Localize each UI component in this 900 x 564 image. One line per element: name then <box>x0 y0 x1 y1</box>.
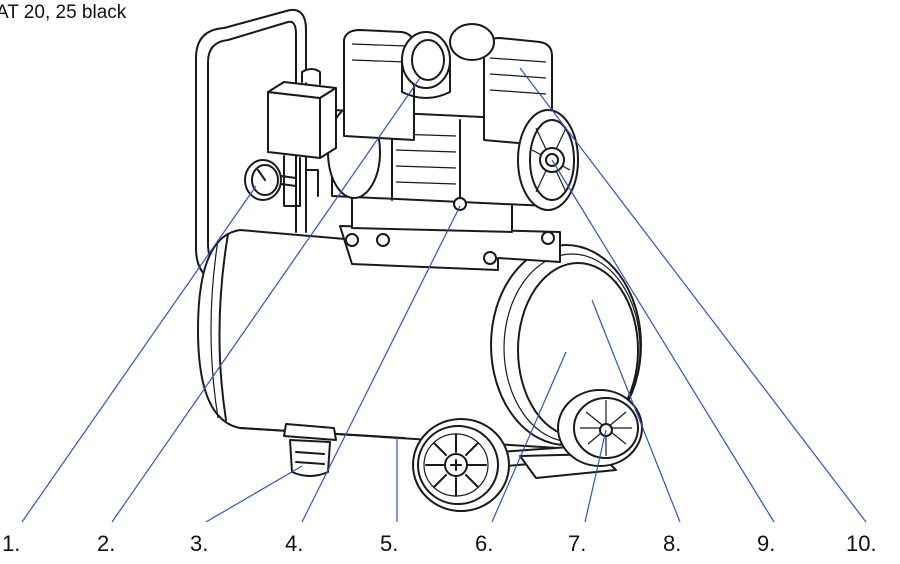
callout-numbers: 1. 2. 3. 4. 5. 6. 7. 8. 9. 10. <box>2 531 877 556</box>
left-cylinder-head <box>343 29 415 141</box>
leader-10 <box>519 67 867 523</box>
leader-8 <box>591 299 681 523</box>
callout-8: 8. <box>663 531 681 556</box>
leader-7 <box>584 429 607 523</box>
mounting-bracket <box>339 195 561 271</box>
diagram-title: AT 20, 25 black <box>0 2 127 23</box>
front-wheel <box>412 418 510 512</box>
rear-wheel <box>557 389 643 467</box>
callout-5: 5. <box>380 531 398 556</box>
leader-3 <box>205 465 303 523</box>
callout-4: 4. <box>285 531 303 556</box>
air-tank <box>197 229 591 451</box>
leader-6 <box>491 351 567 523</box>
air-filter <box>401 31 451 99</box>
leader-2 <box>111 77 421 523</box>
pressure-switch <box>267 68 337 207</box>
callout-10: 10. <box>846 531 877 556</box>
pressure-gauge <box>244 159 297 201</box>
callout-9: 9. <box>757 531 775 556</box>
callout-1: 1. <box>2 531 20 556</box>
callout-6: 6. <box>475 531 493 556</box>
motor-fan-cover <box>517 109 579 211</box>
callout-2: 2. <box>97 531 115 556</box>
leader-4 <box>301 205 461 523</box>
leader-lines <box>21 67 867 523</box>
drain-valve <box>283 423 337 477</box>
leader-9 <box>551 159 775 523</box>
callout-7: 7. <box>568 531 586 556</box>
callout-3: 3. <box>190 531 208 556</box>
leader-1 <box>21 185 257 523</box>
